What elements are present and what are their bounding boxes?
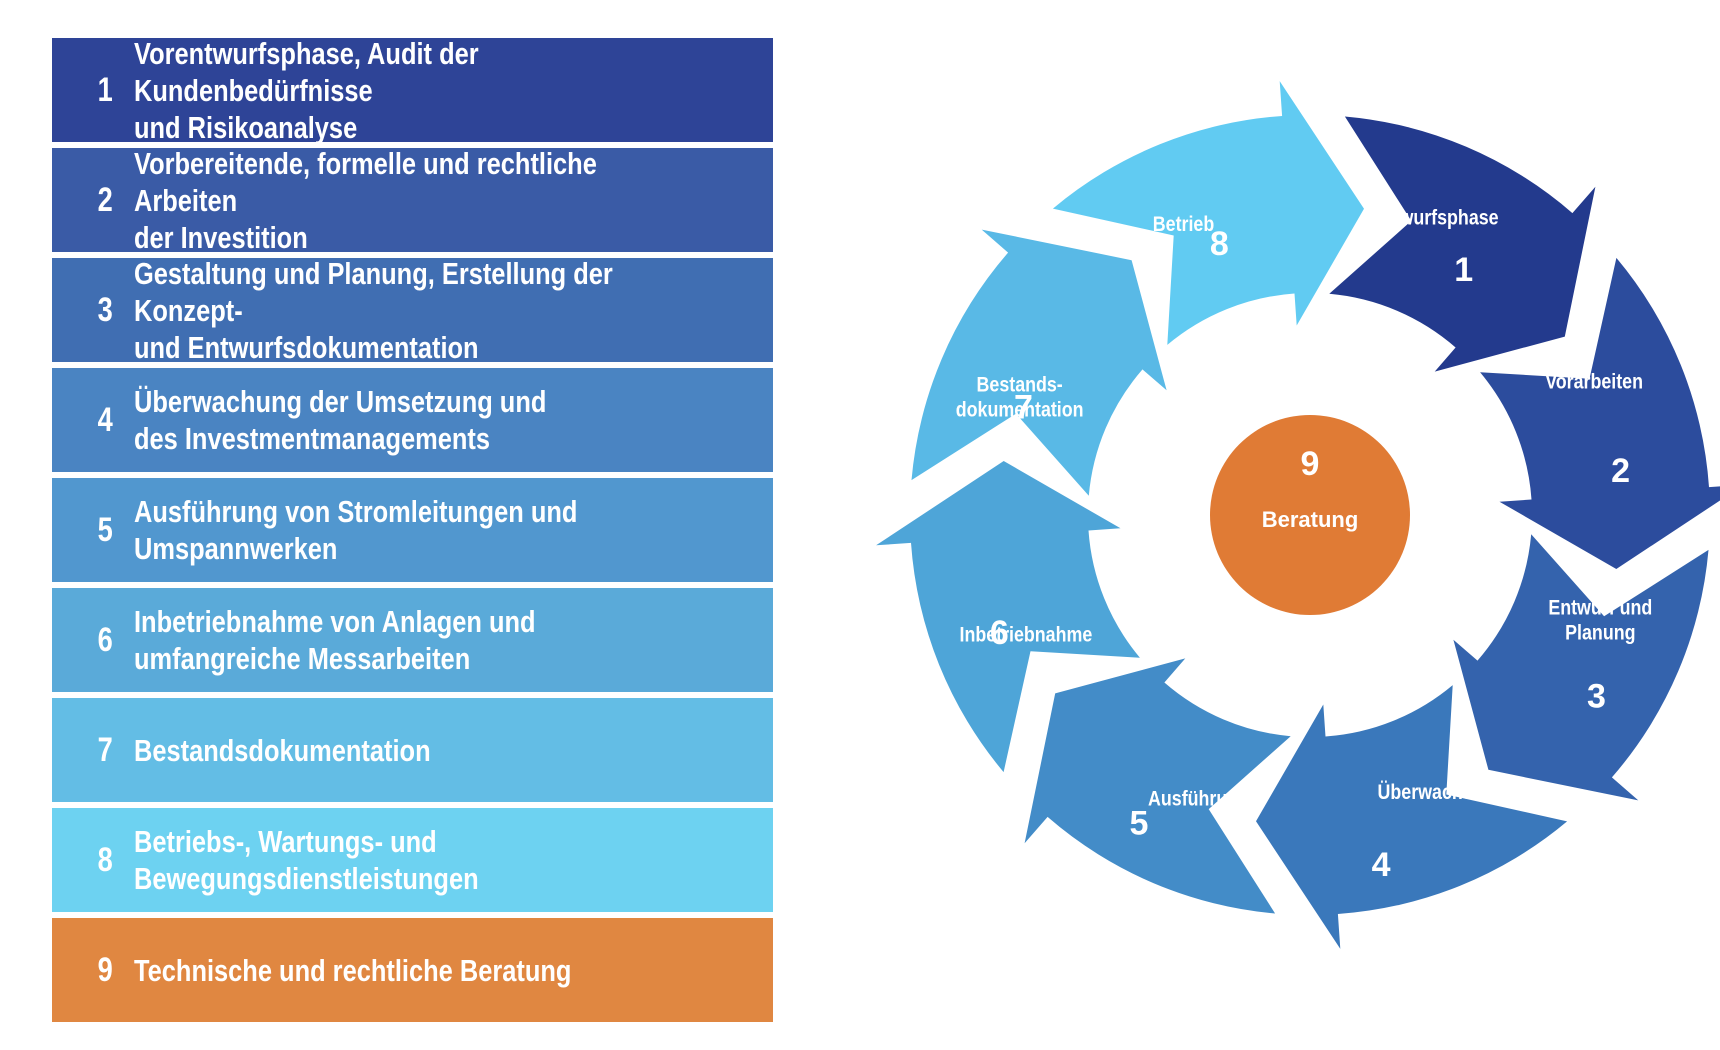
- cycle-segment: Überwachung 4: [1256, 685, 1568, 949]
- phase-row: 3 Gestaltung und Planung, Erstellung der …: [52, 256, 773, 365]
- phase-number: 5: [97, 510, 113, 549]
- cycle-segment-number: 3: [1587, 678, 1606, 716]
- phase-number: 4: [97, 400, 113, 439]
- phase-description: Technische und rechtliche Beratung: [134, 952, 572, 988]
- phase-number: 9: [97, 950, 113, 989]
- phase-row: 6 Inbetriebnahme von Anlagen und umfangre…: [52, 588, 773, 692]
- phase-description: Betriebs-, Wartungs- und Bewegungsdienst…: [134, 824, 479, 896]
- phase-number: 7: [97, 730, 113, 769]
- phase-row: 1 Vorentwurfsphase, Audit der Kundenbedür…: [52, 36, 773, 145]
- cycle-segment-number: 4: [1372, 846, 1391, 884]
- cycle-segment-label: Bestands-dokumentation: [956, 373, 1084, 422]
- phase-list: 1 Vorentwurfsphase, Audit der Kundenbedür…: [52, 36, 773, 1028]
- phase-number: 2: [97, 180, 113, 219]
- phase-description: Ausführung von Stromleitungen und Umspan…: [134, 494, 578, 566]
- cycle-segment-number: 2: [1611, 452, 1630, 490]
- cycle-segment-number: 6: [990, 614, 1009, 652]
- phase-row: 8 Betriebs-, Wartungs- und Bewegungsdiens…: [52, 808, 773, 912]
- phase-row: 2 Vorbereitende, formelle und rechtliche …: [52, 146, 773, 255]
- phase-description: Überwachung der Umsetzung und des Invest…: [134, 384, 547, 456]
- cycle-segment-label: Vorentwurfsphase: [1344, 206, 1498, 230]
- phase-description: Vorentwurfsphase, Audit der Kundenbedürf…: [134, 35, 479, 145]
- cycle-segment: Vorentwurfsphase 1: [1329, 116, 1596, 372]
- phase-number: 3: [97, 290, 113, 329]
- cycle-segment-label: Inbetriebnahme: [959, 623, 1092, 647]
- cycle-segment-label: Ausführung: [1148, 787, 1249, 811]
- phase-description: Inbetriebnahme von Anlagen und umfangrei…: [134, 604, 536, 676]
- cycle-segment-label: Überwachung: [1378, 780, 1496, 805]
- cycle-arrow: [1024, 658, 1291, 914]
- cycle-arrow: [1256, 685, 1568, 949]
- cycle-segment-number: 7: [1014, 388, 1033, 426]
- phase-number: 1: [97, 70, 113, 109]
- cycle-segment-number: 8: [1210, 225, 1229, 263]
- phase-row: 9 Technische und rechtliche Beratung: [52, 918, 773, 1022]
- cycle-segment-number: 1: [1454, 251, 1473, 289]
- cycle-arrow: [1329, 116, 1596, 372]
- cycle-segment: Vorarbeiten 2: [1480, 257, 1720, 569]
- phase-description: Bestandsdokumentation: [134, 732, 431, 768]
- phase-description: Vorbereitende, formelle und rechtliche A…: [134, 145, 597, 255]
- center-circle: [1210, 415, 1410, 615]
- center-label: Beratung: [1262, 507, 1359, 532]
- cycle-segment-label: Betrieb: [1153, 213, 1215, 237]
- phase-row: 7 Bestandsdokumentation: [52, 698, 773, 802]
- cycle-arrow: [1052, 81, 1364, 345]
- center-number: 9: [1301, 445, 1320, 483]
- phase-row: 5 Ausführung von Stromleitungen und Umspa…: [52, 478, 773, 582]
- cycle-segment-number: 5: [1129, 805, 1148, 843]
- phase-number: 8: [97, 840, 113, 879]
- cycle-arrow: [876, 461, 1140, 773]
- cycle-arrow: [1453, 534, 1709, 801]
- cycle-arrow: [911, 229, 1167, 496]
- phase-row: 4 Überwachung der Umsetzung und des Inves…: [52, 368, 773, 472]
- cycle-segment-label: Vorarbeiten: [1545, 370, 1643, 394]
- phase-description: Gestaltung und Planung, Erstellung der K…: [134, 255, 613, 365]
- phase-number: 6: [97, 620, 113, 659]
- cycle-arrow: [1480, 257, 1720, 569]
